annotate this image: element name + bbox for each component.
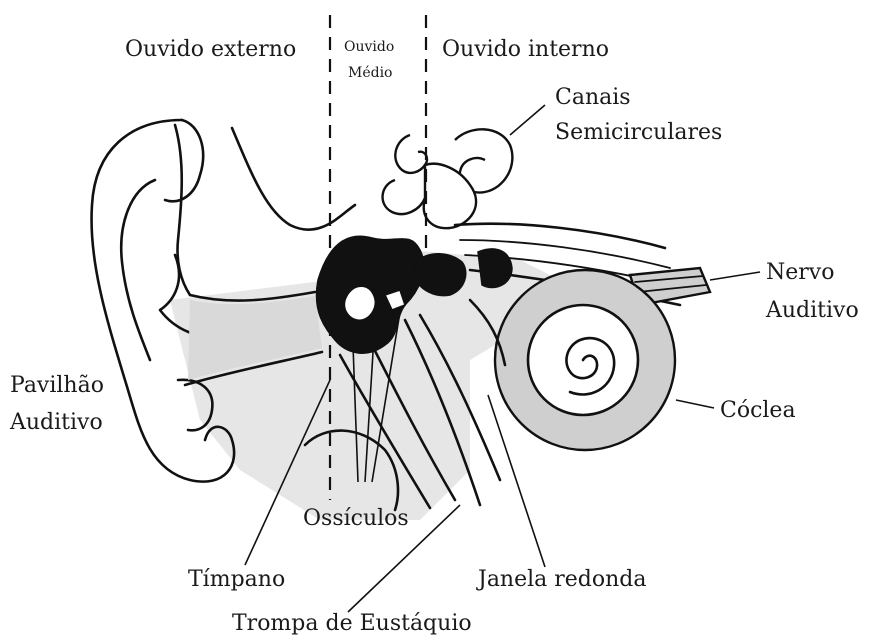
- label-nervo: Nervo: [766, 260, 834, 285]
- semicircular-canal-1: [395, 135, 427, 173]
- nerve-bundle-top: [455, 224, 665, 248]
- leader-nervo: [710, 272, 760, 280]
- leader-coclea: [676, 400, 714, 408]
- label-ouvido-medio-1: Ouvido: [344, 39, 394, 55]
- label-trompa: Trompa de Eustáquio: [232, 611, 472, 636]
- leader-canais: [510, 105, 545, 135]
- semicircular-canal-3: [383, 180, 425, 214]
- label-timpano: Tímpano: [188, 567, 285, 592]
- label-ouvido-externo: Ouvido externo: [125, 37, 296, 62]
- inner-cavity-2: [478, 249, 512, 288]
- head-upper-contour: [175, 125, 190, 295]
- label-pavilhao: Pavilhão: [10, 373, 104, 398]
- label-janela-redonda: Janela redonda: [476, 567, 647, 592]
- label-ossiculos: Ossículos: [303, 506, 409, 531]
- label-nervo-auditivo: Auditivo: [765, 298, 859, 323]
- label-ouvido-interno: Ouvido interno: [442, 37, 609, 62]
- ossicles-white: [344, 286, 375, 320]
- label-coclea: Cóclea: [720, 398, 796, 423]
- label-ouvido-medio-2: Médio: [348, 65, 393, 81]
- pinna-helix-top: [165, 120, 203, 201]
- label-canais: Canais: [555, 85, 631, 110]
- label-pavilhao-auditivo: Auditivo: [9, 410, 103, 435]
- label-semicirculares: Semicirculares: [555, 120, 722, 145]
- skull-contour: [232, 128, 355, 230]
- pinna-inner-fold: [121, 180, 155, 360]
